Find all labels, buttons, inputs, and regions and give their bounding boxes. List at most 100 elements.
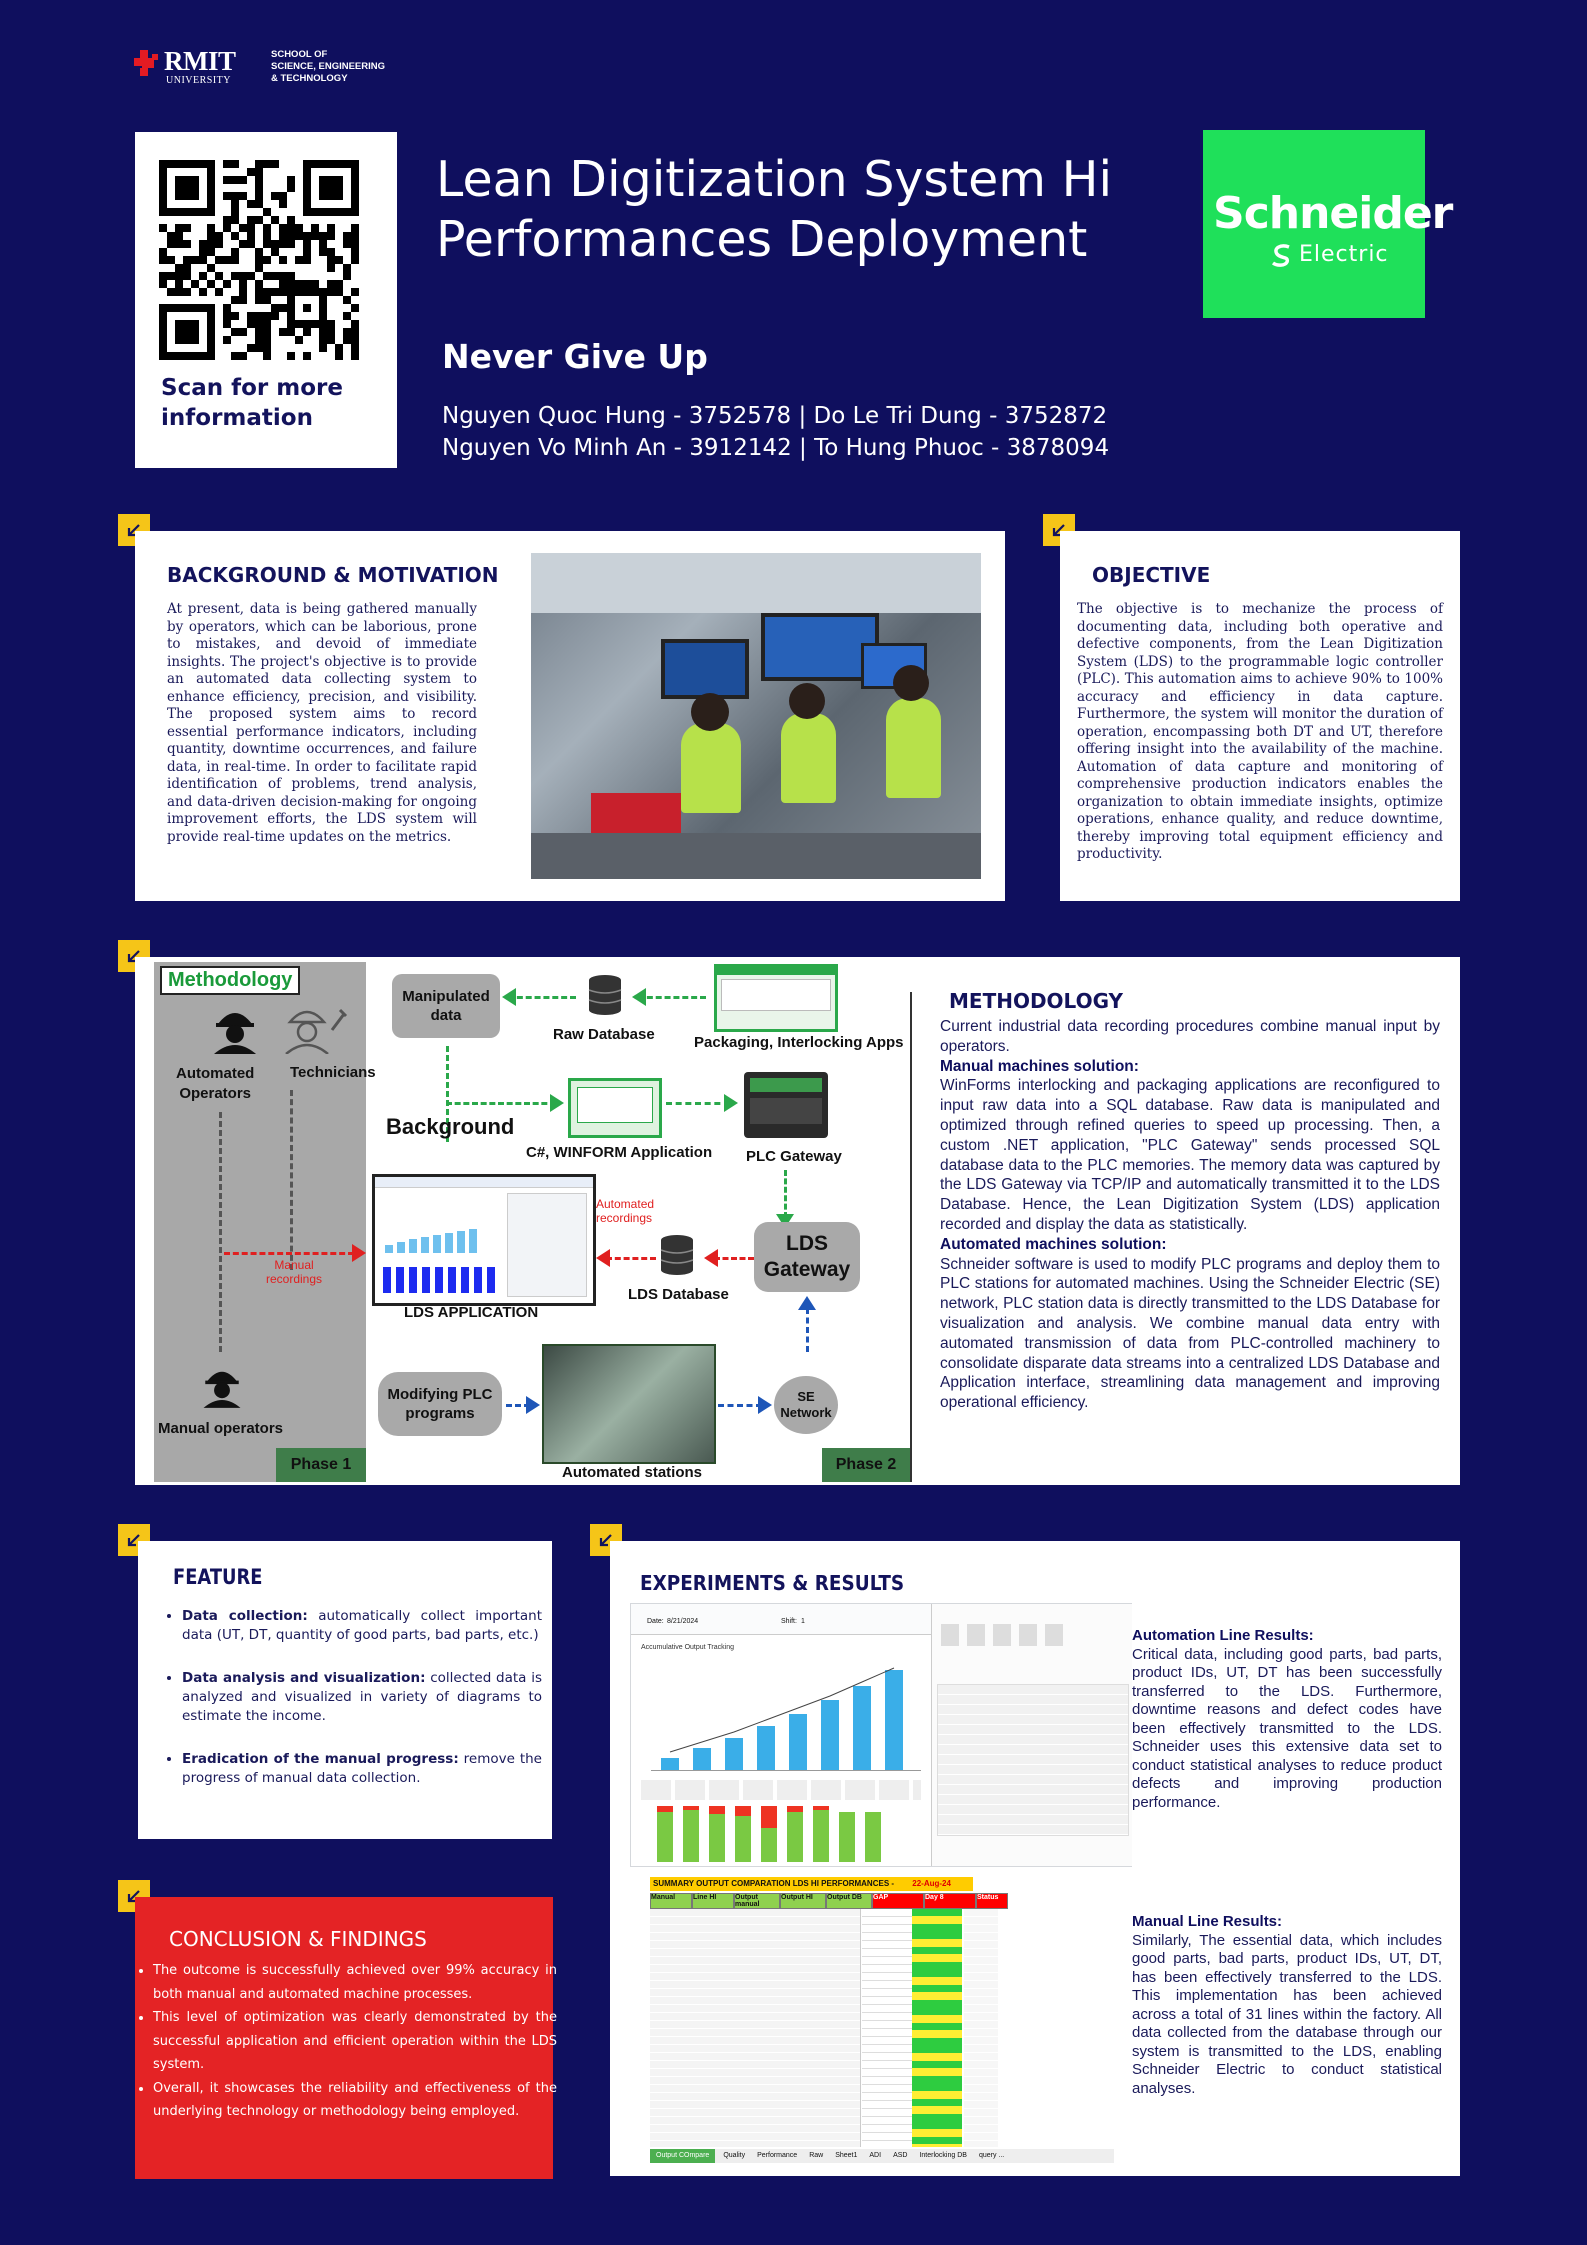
feature-item-head: Data collection: [182, 1608, 308, 1624]
sheet-tab[interactable]: query ... [978, 2152, 1005, 2159]
auto-solution-heading: Automated machines solution: [940, 1235, 1167, 1253]
summary-title: SUMMARY OUTPUT COMPARATION LDS HI PERFOR… [653, 1879, 895, 1888]
qr-card: Scan for more information [135, 132, 397, 468]
phase1-badge: Phase 1 [276, 1448, 366, 1482]
school-line-1: SCHOOL OF [271, 49, 328, 60]
title-line-1: Lean Digitization System Hi [436, 151, 1113, 208]
arrow-up-icon [798, 1296, 816, 1310]
background-text: At present, data is being gathered manua… [167, 601, 477, 845]
arrow-left-icon [502, 988, 516, 1006]
methodology-title: METHODOLOGY [949, 989, 1124, 1013]
poster-title: Lean Digitization System Hi Performances… [436, 150, 1156, 270]
sheet-tab[interactable]: Interlocking DB [919, 2152, 967, 2159]
feature-item: Data collection: automatically collect i… [182, 1607, 542, 1645]
arrow-right-icon [724, 1094, 738, 1112]
conclusion-item: Overall, it showcases the reliability an… [153, 2077, 557, 2124]
se-line-1: SE [797, 1389, 815, 1404]
sheet-tab[interactable]: Sheet1 [835, 2152, 858, 2159]
arrow-right-icon [526, 1396, 540, 1414]
sheet-tab[interactable]: ADI [869, 2152, 882, 2159]
automated-recordings-label: Automated recordings [596, 1197, 654, 1225]
apps-screenshot [714, 964, 838, 1032]
automation-results-text: Critical data, including good parts, bad… [1132, 1645, 1442, 1811]
authors: Nguyen Quoc Hung - 3752578 | Do Le Tri D… [442, 400, 1109, 464]
conclusion-item: This level of optimization was clearly d… [153, 2006, 557, 2077]
sheet-tab[interactable]: Quality [723, 2152, 746, 2159]
modifying-line-1: Modifying PLC [387, 1386, 493, 1403]
manual-recordings-label: Manual recordings [266, 1258, 322, 1286]
arrow-left-icon [704, 1249, 718, 1267]
qr-caption: Scan for more information [161, 373, 343, 433]
dash-bar-chart [651, 1660, 921, 1771]
sheet-tabs: Output COmpare Quality Performance Raw S… [650, 2149, 1114, 2163]
qr-caption-line-2: information [161, 405, 313, 431]
modifying-plc-box: Modifying PLC programs [378, 1372, 502, 1436]
database-icon [588, 975, 622, 1015]
feature-item: Data analysis and visualization: collect… [182, 1669, 542, 1726]
background-title: BACKGROUND & MOTIVATION [167, 563, 499, 587]
background-label: Background [386, 1114, 515, 1139]
feature-card: FEATURE Data collection: automatically c… [138, 1541, 552, 1839]
experiments-title: EXPERIMENTS & RESULTS [640, 1571, 905, 1595]
title-line-2: Performances Deployment [436, 211, 1088, 268]
lds-gateway-line-2: Gateway [763, 1258, 851, 1281]
csharp-label: C#, WINFORM Application [526, 1144, 713, 1161]
dash-shift-label: Shift: [781, 1618, 797, 1625]
technicians-label: Technicians [290, 1064, 376, 1081]
summary-header: Output HI [780, 1893, 826, 1909]
automated-operators-line-1: Automated [176, 1065, 255, 1082]
summary-header: Output manual [734, 1893, 780, 1909]
summary-header: GAP [872, 1893, 924, 1909]
school-line-3: & TECHNOLOGY [271, 73, 348, 84]
operator-helmet-icon [203, 1371, 241, 1408]
arrow-down-icon [776, 1214, 794, 1228]
manual-solution-text: WinForms interlocking and packaging appl… [940, 1077, 1440, 1233]
manual-results: Manual Line Results: Similarly, The esse… [1132, 1913, 1442, 2098]
winform-screenshot [568, 1078, 662, 1138]
feature-item-head: Data analysis and visualization: [182, 1670, 426, 1686]
manual-recordings-line-1: Manual [274, 1258, 314, 1272]
summary-header: Line HI [692, 1893, 734, 1909]
sheet-tab[interactable]: Performance [757, 2152, 798, 2159]
background-card: BACKGROUND & MOTIVATION At present, data… [135, 531, 1005, 901]
sheet-tab[interactable]: Output COmpare [650, 2149, 716, 2163]
phase1-panel [154, 962, 366, 1482]
objective-card: OBJECTIVE The objective is to mechanize … [1060, 531, 1460, 901]
qr-code[interactable] [159, 160, 359, 360]
automation-results: Automation Line Results: Critical data, … [1132, 1627, 1442, 1812]
feature-item-text: automatically collect important data (UT… [182, 1608, 543, 1643]
sponsor-sub: Electric [1299, 242, 1389, 267]
rmit-pixel-icon [134, 50, 158, 76]
factory-photo [531, 553, 981, 879]
diagram-tag: Methodology [160, 966, 301, 995]
feature-item-text: remove the progress of manual data colle… [182, 1751, 542, 1786]
se-network-circle: SE Network [774, 1376, 838, 1434]
manual-operators-label: Manual operators [158, 1420, 284, 1437]
team-name: Never Give Up [442, 337, 708, 376]
dash-stacked-chart [651, 1804, 921, 1862]
arrow-right-icon [550, 1094, 564, 1112]
dash-shift: 1 [801, 1618, 805, 1625]
automation-results-heading: Automation Line Results: [1132, 1627, 1314, 1644]
plc-device [744, 1072, 828, 1138]
lds-gateway-line-1: LDS [786, 1232, 828, 1255]
conclusion-list: The outcome is successfully achieved ove… [135, 1959, 557, 2124]
arrow-right-icon [758, 1396, 772, 1414]
se-line-2: Network [780, 1405, 832, 1420]
conclusion-item: The outcome is successfully achieved ove… [153, 1959, 557, 2006]
dash-date-label: Date: [647, 1618, 664, 1625]
lds-dashboard-screenshot: Date: 8/21/2024 Shift: 1 Accumulative Ou… [630, 1603, 1132, 1867]
rmit-logo: RMIT UNIVERSITY SCHOOL OF SCIENCE, ENGIN… [134, 46, 424, 92]
arrow-right-icon [352, 1244, 366, 1262]
sheet-tab[interactable]: ASD [893, 2152, 908, 2159]
manipulated-data-box: Manipulated data [392, 974, 500, 1038]
manual-recordings-line-2: recordings [266, 1272, 323, 1286]
arrow-left-icon [596, 1249, 610, 1267]
manipulated-line-1: Manipulated [402, 988, 490, 1005]
sheet-tab[interactable]: Raw [809, 2152, 824, 2159]
feature-item-head: Eradication of the manual progress: [182, 1751, 459, 1767]
feature-item: Eradication of the manual progress: remo… [182, 1750, 542, 1788]
feature-title: FEATURE [173, 1565, 263, 1589]
lds-gateway-box: LDS Gateway [754, 1222, 860, 1292]
qr-code-graphic [159, 160, 359, 360]
